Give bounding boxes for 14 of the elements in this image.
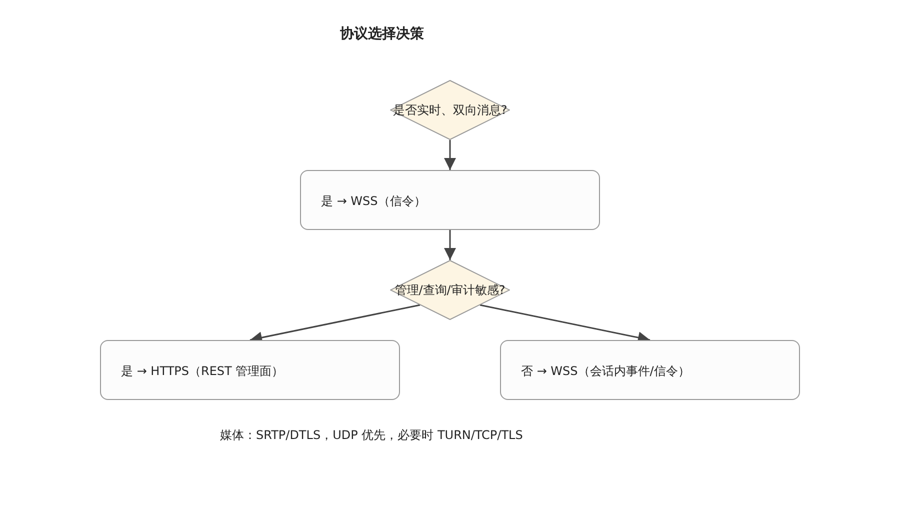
diagram-title: 协议选择决策 <box>340 27 424 41</box>
box-label: 否 → WSS（会话内事件/信令） <box>521 364 690 378</box>
arrow <box>444 230 456 260</box>
decision-label: 管理/查询/审计敏感? <box>394 283 506 297</box>
process-box <box>100 340 400 400</box>
decision-label: 是否实时、双向消息? <box>392 103 508 117</box>
box-label: 是 → HTTPS（REST 管理面） <box>121 364 284 378</box>
box-label: 是 → WSS（信令） <box>321 194 426 208</box>
process-box <box>500 340 800 400</box>
note-text: 媒体：SRTP/DTLS，UDP 优先，必要时 TURN/TCP/TLS <box>220 428 523 442</box>
decision-diamond <box>390 260 510 320</box>
arrow <box>444 140 456 170</box>
decision-diamond <box>390 80 510 140</box>
process-box <box>300 170 600 230</box>
